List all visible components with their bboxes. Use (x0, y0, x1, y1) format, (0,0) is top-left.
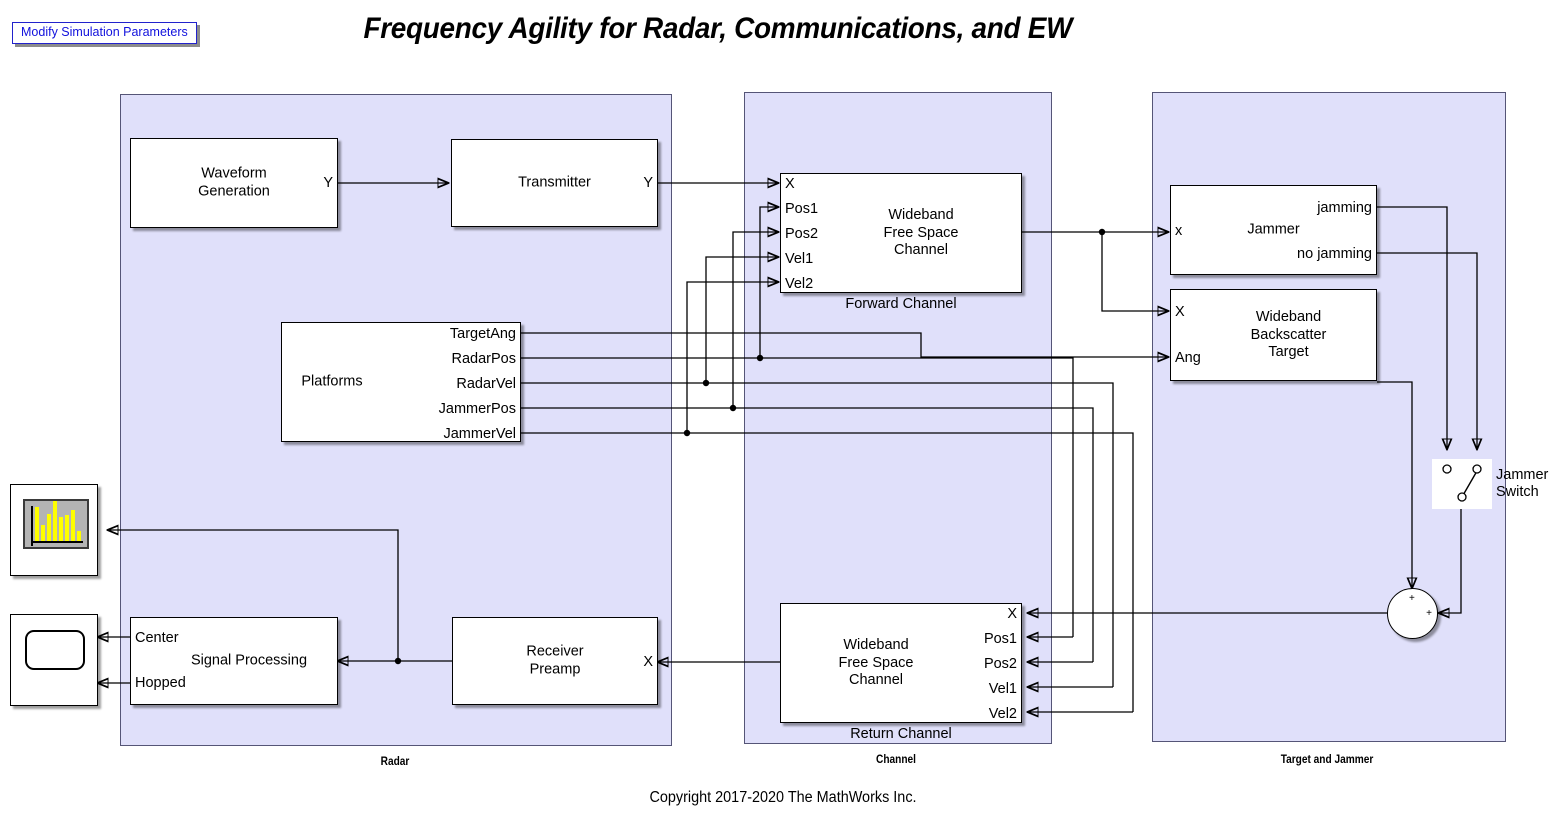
block-spectrum-analyzer[interactable] (10, 484, 98, 576)
transmitter-output-port-y: Y (643, 175, 653, 191)
spectrum-y-axis (31, 506, 33, 546)
block-forward-channel[interactable]: Wideband Free Space Channel X Pos1 Pos2 … (780, 173, 1022, 293)
sum-sign-right: + (1426, 608, 1432, 619)
jammer-input-port-x: x (1175, 223, 1183, 239)
spectrum-bar (77, 531, 81, 541)
return-channel-input-port-vel1: Vel1 (988, 681, 1017, 697)
forward-channel-input-port-pos1: Pos1 (785, 201, 819, 217)
return-channel-input-port-vel2: Vel2 (988, 706, 1017, 722)
block-transmitter[interactable]: Transmitter Y (451, 139, 658, 227)
signal-processing-output-port-hopped: Hopped (135, 675, 186, 691)
spectrum-bar (47, 514, 51, 541)
receiver-preamp-title: Receiver Preamp (526, 643, 584, 678)
waveform-generation-output-port-y: Y (323, 175, 333, 191)
waveform-generation-title: Waveform Generation (198, 165, 270, 200)
platforms-output-port-jammerpos: JammerPos (438, 401, 516, 417)
jammer-title: Jammer (1247, 221, 1300, 238)
signal-processing-title: Signal Processing (190, 652, 308, 669)
platforms-output-port-jammervel: JammerVel (443, 426, 516, 442)
jammer-output-port-no-jamming: no jamming (1297, 246, 1372, 262)
subsystem-label-target-jammer: Target and Jammer (1280, 754, 1374, 766)
signal-processing-output-port-center: Center (135, 630, 179, 646)
spectrum-bar (41, 525, 45, 541)
spectrum-bar (65, 515, 69, 541)
forward-channel-input-port-vel2: Vel2 (785, 276, 814, 292)
platforms-output-port-radarpos: RadarPos (451, 351, 516, 367)
block-platforms[interactable]: Platforms TargetAng RadarPos RadarVel Ja… (281, 322, 521, 442)
block-jammer[interactable]: Jammer x jamming no jamming (1170, 185, 1377, 275)
backscatter-target-input-port-ang: Ang (1175, 350, 1201, 366)
return-channel-input-port-x: X (1007, 606, 1017, 622)
block-receiver-preamp[interactable]: Receiver Preamp X (452, 617, 658, 705)
forward-channel-caption: Forward Channel (845, 296, 957, 312)
transmitter-title: Transmitter (518, 174, 591, 191)
block-signal-processing[interactable]: Signal Processing Center Hopped (130, 617, 338, 705)
return-channel-input-port-pos1: Pos1 (983, 631, 1017, 647)
platforms-title: Platforms (301, 373, 363, 390)
receiver-preamp-input-port-x: X (643, 654, 653, 670)
block-time-scope[interactable] (10, 614, 98, 706)
subsystem-label-channel: Channel (876, 754, 916, 766)
copyright-text: Copyright 2017-2020 The MathWorks Inc. (649, 789, 917, 806)
block-sum-junction[interactable]: + + (1387, 588, 1438, 639)
jammer-switch-graphic (1442, 464, 1482, 502)
block-jammer-switch[interactable] (1432, 459, 1492, 509)
forward-channel-input-port-vel1: Vel1 (785, 251, 814, 267)
subsystem-label-radar: Radar (380, 756, 410, 768)
spectrum-screen (23, 499, 89, 549)
spectrum-bar (53, 501, 57, 541)
page-title: Frequency Agility for Radar, Communicati… (363, 12, 1073, 45)
block-backscatter-target[interactable]: Wideband Backscatter Target X Ang (1170, 289, 1377, 381)
platforms-output-port-targetang: TargetAng (449, 326, 516, 342)
time-scope-screen (25, 630, 85, 670)
modify-simulation-parameters-button[interactable]: Modify Simulation Parameters (12, 22, 197, 44)
backscatter-target-title: Wideband Backscatter Target (1250, 308, 1327, 360)
spectrum-bar (35, 507, 39, 541)
return-channel-title: Wideband Free Space Channel (838, 636, 914, 688)
forward-channel-input-port-x: X (785, 176, 795, 192)
jammer-output-port-jamming: jamming (1317, 200, 1372, 216)
sum-sign-top: + (1409, 593, 1415, 604)
spectrum-bar (71, 510, 75, 541)
return-channel-caption: Return Channel (850, 726, 952, 742)
block-return-channel[interactable]: Wideband Free Space Channel X Pos1 Pos2 … (780, 603, 1022, 723)
block-waveform-generation[interactable]: Waveform Generation Y (130, 138, 338, 228)
spectrum-bars (35, 501, 87, 547)
return-channel-input-port-pos2: Pos2 (983, 656, 1017, 672)
spectrum-x-axis (31, 541, 83, 543)
jammer-switch-label: Jammer Switch (1496, 467, 1549, 500)
forward-channel-input-port-pos2: Pos2 (785, 226, 819, 242)
forward-channel-title: Wideband Free Space Channel (883, 206, 959, 258)
backscatter-target-input-port-x: X (1175, 304, 1185, 320)
spectrum-bar (59, 517, 63, 541)
platforms-output-port-radarvel: RadarVel (456, 376, 516, 392)
